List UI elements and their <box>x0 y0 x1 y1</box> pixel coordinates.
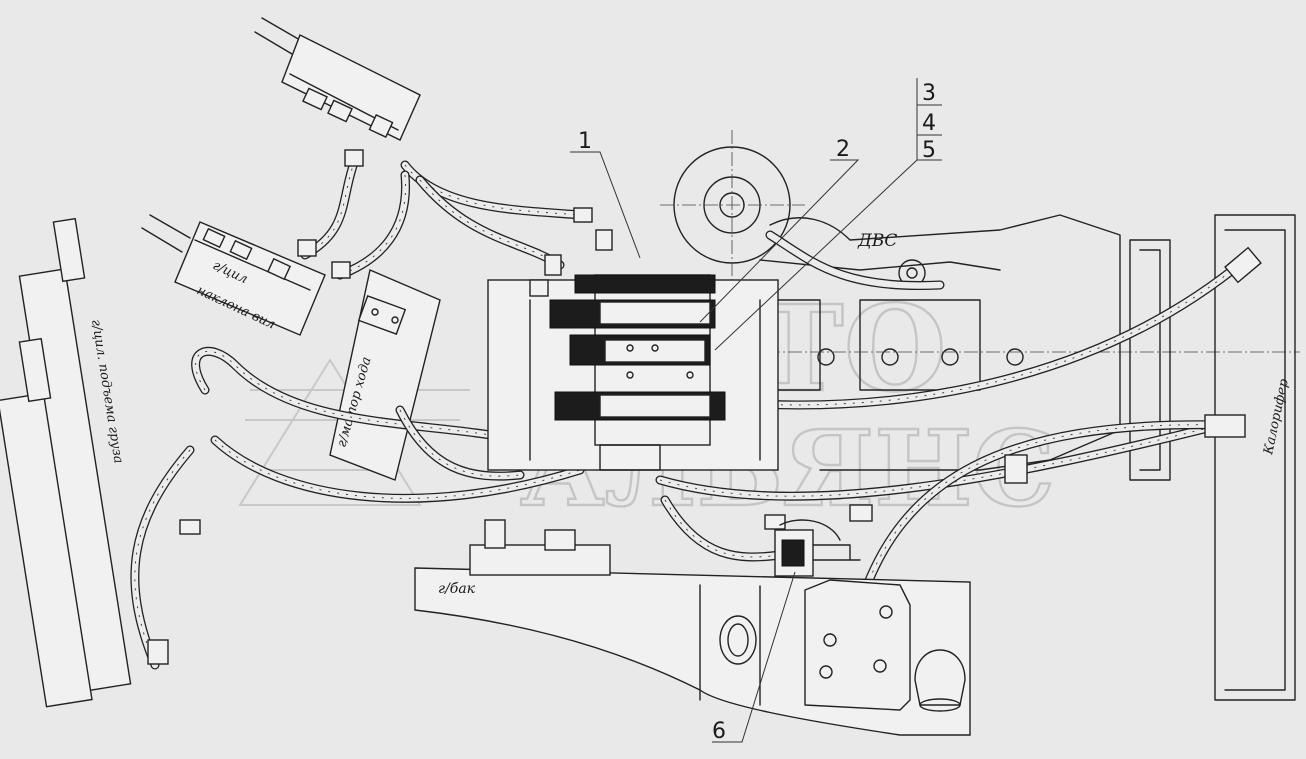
travel-motor: г/мотор хода <box>329 269 441 481</box>
engine-block: ДВС <box>660 130 1300 471</box>
callout-3: 3 <box>922 81 936 106</box>
heater-label: Калорифер <box>1261 377 1292 457</box>
tank-label: г/бак <box>438 581 476 597</box>
fittings <box>147 149 1262 665</box>
callout-4: 4 <box>922 111 936 136</box>
tilt-cylinder-lower: г/цил наклона вил <box>141 214 326 336</box>
lift-cylinder-label: г/цил. подъема груза <box>88 318 126 464</box>
tilt-cylinder-upper <box>254 17 421 141</box>
filter <box>774 519 861 577</box>
callout-5: 5 <box>922 138 936 163</box>
engine-label: ДВС <box>857 231 897 251</box>
callout-6: 6 <box>712 719 726 744</box>
lift-cylinder-front <box>0 337 93 708</box>
callouts: 1 2 3 4 5 6 <box>570 78 942 744</box>
callout-2: 2 <box>836 137 850 162</box>
hydraulic-tank: г/бак <box>414 519 971 736</box>
callout-1: 1 <box>578 129 592 154</box>
hoses <box>130 155 1250 670</box>
control-valve <box>487 274 779 471</box>
